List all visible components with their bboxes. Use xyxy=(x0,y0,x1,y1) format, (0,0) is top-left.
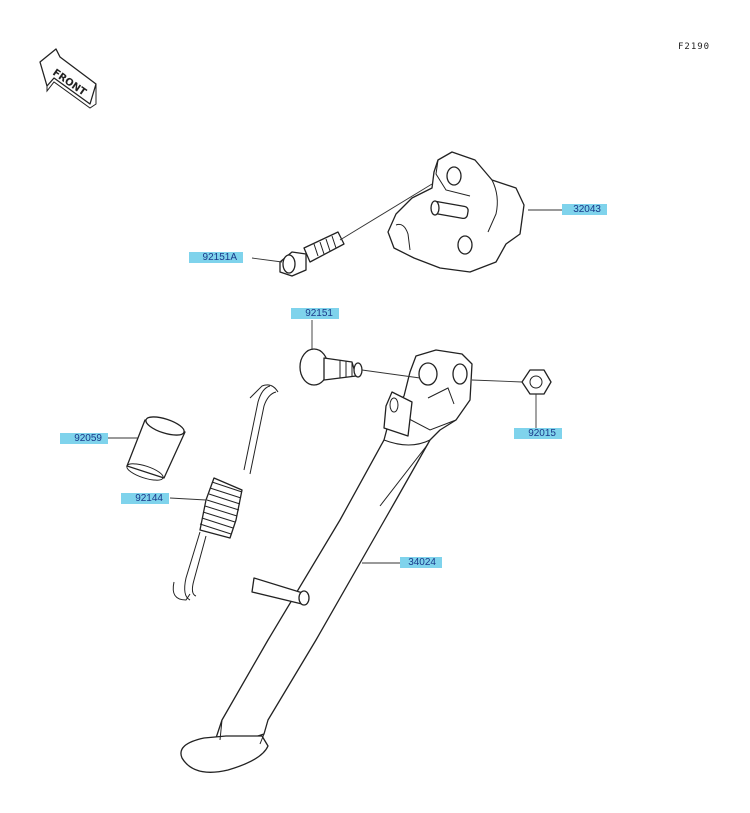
bracket-32043 xyxy=(387,151,525,273)
front-arrow-icon: FRONT xyxy=(39,48,97,109)
leader-lines xyxy=(108,183,562,564)
part-label-92015[interactable]: 92015 xyxy=(514,428,562,439)
figure-code: F2190 xyxy=(678,42,711,52)
bolt-92151 xyxy=(299,348,363,386)
part-label-32043[interactable]: 32043 xyxy=(562,204,607,215)
side-stand-34024 xyxy=(180,349,473,773)
part-label-92059[interactable]: 92059 xyxy=(60,433,108,444)
nut-92015 xyxy=(521,369,552,395)
part-label-92144[interactable]: 92144 xyxy=(121,493,169,504)
bolt-92151A xyxy=(279,231,345,277)
part-label-34024[interactable]: 34024 xyxy=(400,557,442,568)
part-label-92151A[interactable]: 92151A xyxy=(189,252,243,263)
part-label-92151[interactable]: 92151 xyxy=(291,308,339,319)
spring-92144 xyxy=(172,384,279,601)
collar-92059 xyxy=(126,416,186,481)
